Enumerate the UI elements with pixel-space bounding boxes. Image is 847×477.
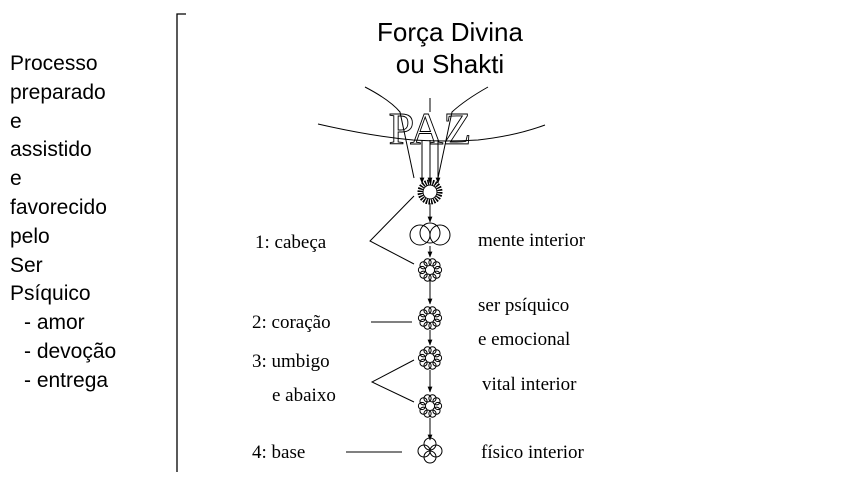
flower-petal xyxy=(432,397,441,406)
flower-petal xyxy=(432,349,441,358)
flower-petal xyxy=(428,273,437,282)
flower-petal xyxy=(423,306,432,315)
side-text-block: Processo preparado e assistido e favorec… xyxy=(10,50,116,396)
flower-petal xyxy=(419,270,428,279)
label-connectors xyxy=(346,195,415,453)
flower-icon-heart xyxy=(417,306,443,330)
flower-petal xyxy=(433,401,443,411)
center-2-level-label-line2: e emocional xyxy=(478,329,571,350)
base-lotus-icon xyxy=(417,437,443,464)
side-list-item-devocao: - devoção xyxy=(24,339,117,363)
side-text-line: pelo xyxy=(10,224,50,248)
side-list-item-entrega: - entrega xyxy=(24,368,109,392)
side-text-line: e xyxy=(10,167,22,191)
flower-petal xyxy=(428,321,437,330)
center-4-level-label: físico interior xyxy=(481,442,584,463)
center-3-number-label-line1: 3: umbigo xyxy=(252,351,330,372)
flower-icon-navel-lower xyxy=(417,394,443,418)
flower-petal xyxy=(419,358,428,367)
flower-petal xyxy=(423,258,432,267)
flower-petal xyxy=(433,265,443,275)
peace-label: PAZ xyxy=(389,103,472,154)
title-forca-divina: Força Divina ou Shakti xyxy=(300,16,600,80)
flower-petal xyxy=(433,353,443,363)
flower-petal xyxy=(423,346,432,355)
center-2-level-label-line1: ser psíquico xyxy=(478,295,570,316)
flower-petal xyxy=(419,406,428,415)
head-lotus-icon xyxy=(409,222,451,246)
center-4-number-label: 4: base xyxy=(252,442,306,463)
side-bracket xyxy=(176,13,186,472)
side-text-line: preparado xyxy=(10,80,106,104)
flower-petal xyxy=(417,401,427,411)
flower-petal xyxy=(417,313,427,323)
crown-ring xyxy=(417,179,443,205)
center-3-number-label-line2: e abaixo xyxy=(272,385,336,406)
flower-petal xyxy=(428,361,437,370)
flower-petal xyxy=(417,265,427,275)
side-text-line: assistido xyxy=(10,138,92,162)
side-text-line: Psíquico xyxy=(10,282,91,306)
crown-ring-inner xyxy=(422,184,438,200)
center-flower-icons xyxy=(417,258,443,418)
side-text-line: Ser xyxy=(10,253,43,277)
side-list-item-amor: - amor xyxy=(24,311,85,335)
flower-petal xyxy=(419,318,428,327)
flower-petal xyxy=(428,409,437,418)
flower-icon-head-lower xyxy=(417,258,443,282)
title-line-2: ou Shakti xyxy=(395,49,505,79)
flower-petal xyxy=(433,313,443,323)
flower-petal xyxy=(423,394,432,403)
descending-arrows xyxy=(419,140,441,184)
flower-petal xyxy=(432,309,441,318)
center-1-level-label: mente interior xyxy=(478,230,586,251)
flower-petal xyxy=(417,353,427,363)
flower-icon-navel-upper xyxy=(417,346,443,370)
flower-petal xyxy=(432,261,441,270)
shakti-rays xyxy=(317,86,546,179)
center-1-number-label: 1: cabeça xyxy=(255,232,327,253)
title-line-1: Força Divina xyxy=(377,17,523,47)
side-text-line: favorecido xyxy=(10,195,107,219)
side-text-line: e xyxy=(10,109,22,133)
center-2-number-label: 2: coração xyxy=(252,312,331,333)
center-3-level-label: vital interior xyxy=(482,374,577,395)
side-text-line: Processo xyxy=(10,52,98,75)
